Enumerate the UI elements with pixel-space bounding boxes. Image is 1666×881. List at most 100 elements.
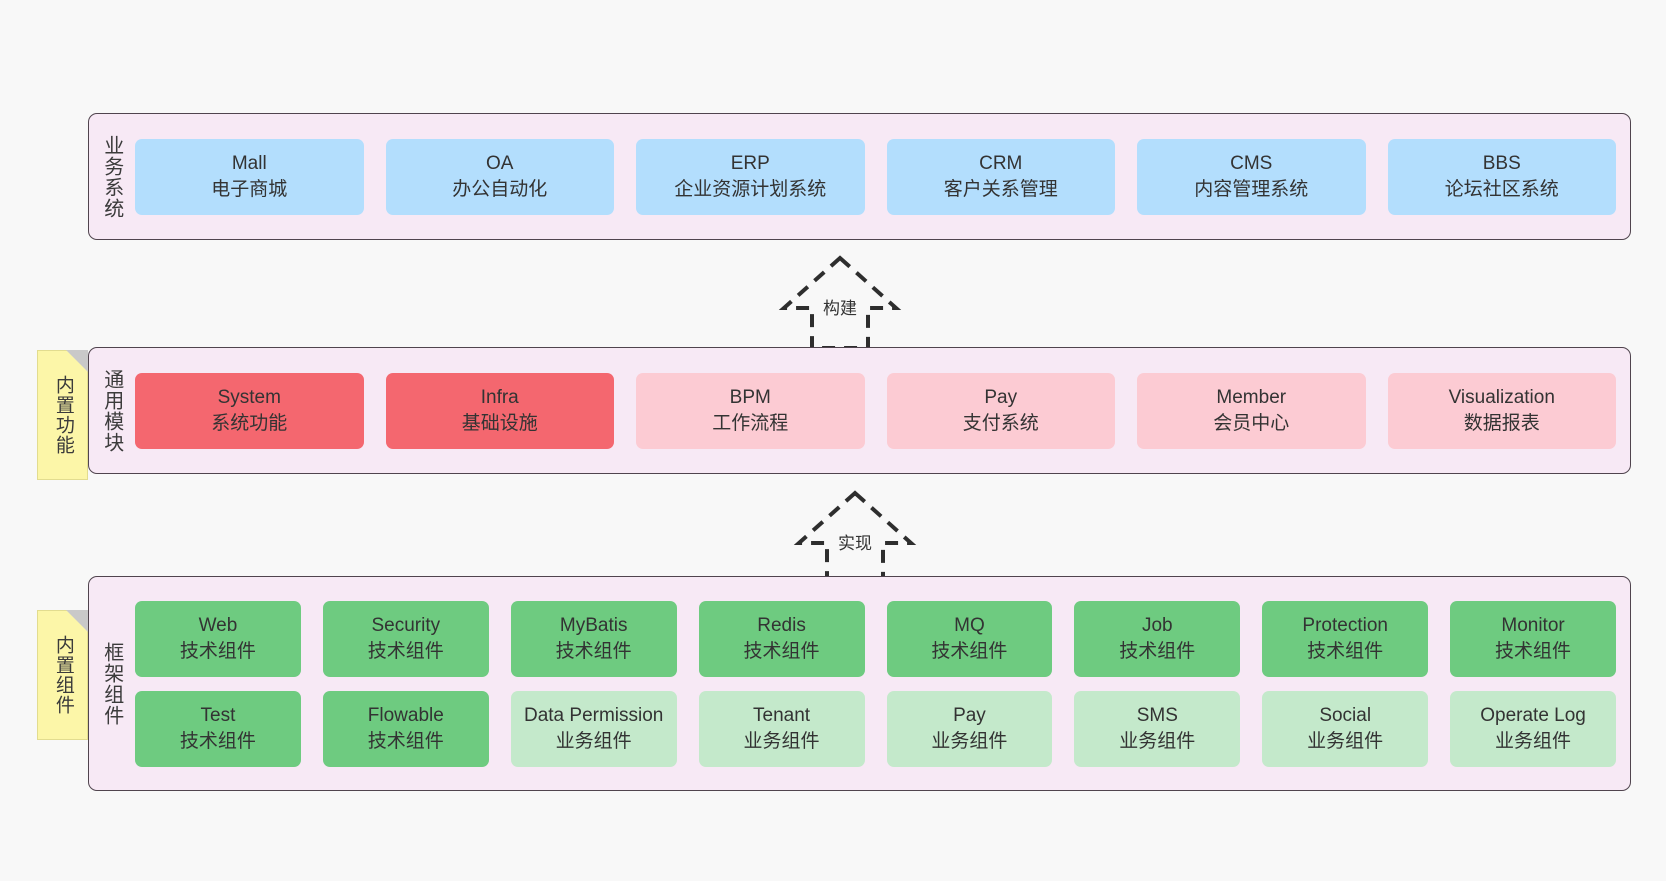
arrow-label: 构建 bbox=[823, 299, 857, 318]
card-title: Visualization bbox=[1448, 386, 1555, 408]
card-subtitle: 内容管理系统 bbox=[1194, 178, 1309, 200]
card-subtitle: 工作流程 bbox=[712, 412, 789, 434]
card-title: Infra bbox=[480, 386, 519, 408]
card-title: Social bbox=[1319, 704, 1372, 726]
card-title: Security bbox=[371, 614, 441, 636]
card-title: Data Permission bbox=[523, 704, 664, 726]
card-subtitle: 会员中心 bbox=[1213, 412, 1290, 434]
arrow-build: 构建 bbox=[755, 252, 925, 352]
note-builtin-functions: 内置功能 bbox=[37, 350, 88, 480]
card-subtitle: 业务组件 bbox=[555, 730, 632, 752]
layer-common-modules: 通用模块 System 系统功能 Infra 基础设施 BPM 工作流程 Pay… bbox=[88, 347, 1631, 474]
card-redis[interactable]: Redis 技术组件 bbox=[698, 600, 865, 677]
card-title: Flowable bbox=[367, 704, 444, 726]
card-title: Mall bbox=[231, 152, 267, 174]
card-title: MQ bbox=[954, 614, 985, 636]
arrow-realize: 实现 bbox=[770, 487, 940, 587]
card-title: Monitor bbox=[1501, 614, 1565, 636]
card-title: Redis bbox=[757, 614, 806, 636]
card-subtitle: 技术组件 bbox=[1119, 640, 1196, 662]
card-monitor[interactable]: Monitor 技术组件 bbox=[1450, 600, 1616, 677]
card-social[interactable]: Social 业务组件 bbox=[1262, 690, 1429, 767]
note-label: 内置组件 bbox=[52, 635, 74, 715]
note-fold-corner-icon bbox=[66, 610, 88, 632]
card-row: Mall 电子商城 OA 办公自动化 ERP 企业资源计划系统 CRM 客户关系… bbox=[135, 138, 1616, 215]
layer-framework-components: 框架组件 Web 技术组件 Security 技术组件 MyBatis 技术组件… bbox=[88, 576, 1631, 791]
card-subtitle: 基础设施 bbox=[461, 412, 538, 434]
card-test[interactable]: Test 技术组件 bbox=[135, 690, 301, 767]
card-mybatis[interactable]: MyBatis 技术组件 bbox=[510, 600, 677, 677]
card-pay-component[interactable]: Pay 业务组件 bbox=[886, 690, 1053, 767]
card-subtitle: 业务组件 bbox=[1495, 730, 1572, 752]
card-subtitle: 电子商城 bbox=[211, 178, 288, 200]
card-subtitle: 技术组件 bbox=[179, 640, 256, 662]
card-job[interactable]: Job 技术组件 bbox=[1074, 600, 1241, 677]
card-tenant[interactable]: Tenant 业务组件 bbox=[698, 690, 865, 767]
card-title: BPM bbox=[729, 386, 771, 408]
card-operate-log[interactable]: Operate Log 业务组件 bbox=[1450, 690, 1616, 767]
card-subtitle: 技术组件 bbox=[931, 640, 1008, 662]
layer-business-systems: 业务系统 Mall 电子商城 OA 办公自动化 ERP 企业资源计划系统 CRM… bbox=[88, 113, 1631, 240]
card-subtitle: 业务组件 bbox=[1119, 730, 1196, 752]
card-sms[interactable]: SMS 业务组件 bbox=[1074, 690, 1241, 767]
card-member[interactable]: Member 会员中心 bbox=[1137, 372, 1366, 449]
card-title: Test bbox=[200, 704, 236, 726]
card-title: CMS bbox=[1230, 152, 1273, 174]
card-system[interactable]: System 系统功能 bbox=[135, 372, 364, 449]
layer-title-business-systems: 业务系统 bbox=[100, 134, 123, 219]
card-pay[interactable]: Pay 支付系统 bbox=[886, 372, 1115, 449]
card-mall[interactable]: Mall 电子商城 bbox=[135, 138, 364, 215]
card-bpm[interactable]: BPM 工作流程 bbox=[636, 372, 865, 449]
card-subtitle: 客户关系管理 bbox=[943, 178, 1058, 200]
card-title: SMS bbox=[1136, 704, 1178, 726]
card-title: Protection bbox=[1302, 614, 1388, 636]
card-mq[interactable]: MQ 技术组件 bbox=[886, 600, 1053, 677]
card-title: OA bbox=[486, 152, 514, 174]
layer-title-framework-components: 框架组件 bbox=[100, 641, 123, 726]
card-subtitle: 数据报表 bbox=[1463, 412, 1540, 434]
card-subtitle: 技术组件 bbox=[179, 730, 256, 752]
card-flowable[interactable]: Flowable 技术组件 bbox=[322, 690, 489, 767]
card-subtitle: 办公自动化 bbox=[452, 178, 548, 200]
card-title: Pay bbox=[984, 386, 1018, 408]
card-title: Web bbox=[198, 614, 238, 636]
card-subtitle: 技术组件 bbox=[555, 640, 632, 662]
card-subtitle: 企业资源计划系统 bbox=[674, 178, 827, 200]
card-title: System bbox=[217, 386, 281, 408]
card-cms[interactable]: CMS 内容管理系统 bbox=[1137, 138, 1366, 215]
card-title: Tenant bbox=[753, 704, 811, 726]
card-subtitle: 技术组件 bbox=[367, 730, 444, 752]
card-title: Pay bbox=[953, 704, 986, 726]
card-erp[interactable]: ERP 企业资源计划系统 bbox=[636, 138, 865, 215]
card-subtitle: 技术组件 bbox=[1307, 640, 1384, 662]
card-row: Web 技术组件 Security 技术组件 MyBatis 技术组件 Redi… bbox=[135, 600, 1616, 677]
card-title: Member bbox=[1216, 386, 1287, 408]
card-data-permission[interactable]: Data Permission 业务组件 bbox=[510, 690, 677, 767]
card-bbs[interactable]: BBS 论坛社区系统 bbox=[1387, 138, 1616, 215]
card-title: MyBatis bbox=[559, 614, 628, 636]
card-row: Test 技术组件 Flowable 技术组件 Data Permission … bbox=[135, 690, 1616, 767]
card-subtitle: 技术组件 bbox=[743, 640, 820, 662]
note-fold-corner-icon bbox=[66, 350, 88, 372]
card-protection[interactable]: Protection 技术组件 bbox=[1262, 600, 1429, 677]
card-infra[interactable]: Infra 基础设施 bbox=[385, 372, 614, 449]
card-visualization[interactable]: Visualization 数据报表 bbox=[1387, 372, 1616, 449]
card-subtitle: 论坛社区系统 bbox=[1444, 178, 1559, 200]
card-oa[interactable]: OA 办公自动化 bbox=[385, 138, 614, 215]
card-title: Operate Log bbox=[1480, 704, 1586, 726]
card-crm[interactable]: CRM 客户关系管理 bbox=[886, 138, 1115, 215]
layer-body-common-modules: System 系统功能 Infra 基础设施 BPM 工作流程 Pay 支付系统… bbox=[133, 348, 1630, 473]
card-subtitle: 支付系统 bbox=[962, 412, 1039, 434]
card-security[interactable]: Security 技术组件 bbox=[322, 600, 489, 677]
layer-body-framework-components: Web 技术组件 Security 技术组件 MyBatis 技术组件 Redi… bbox=[133, 577, 1630, 790]
card-title: CRM bbox=[979, 152, 1023, 174]
card-row: System 系统功能 Infra 基础设施 BPM 工作流程 Pay 支付系统… bbox=[135, 372, 1616, 449]
layer-body-business-systems: Mall 电子商城 OA 办公自动化 ERP 企业资源计划系统 CRM 客户关系… bbox=[133, 114, 1630, 239]
card-subtitle: 业务组件 bbox=[1307, 730, 1384, 752]
card-web[interactable]: Web 技术组件 bbox=[135, 600, 301, 677]
layer-title-common-modules: 通用模块 bbox=[100, 368, 123, 453]
note-builtin-components: 内置组件 bbox=[37, 610, 88, 740]
card-subtitle: 业务组件 bbox=[931, 730, 1008, 752]
card-subtitle: 系统功能 bbox=[211, 412, 288, 434]
